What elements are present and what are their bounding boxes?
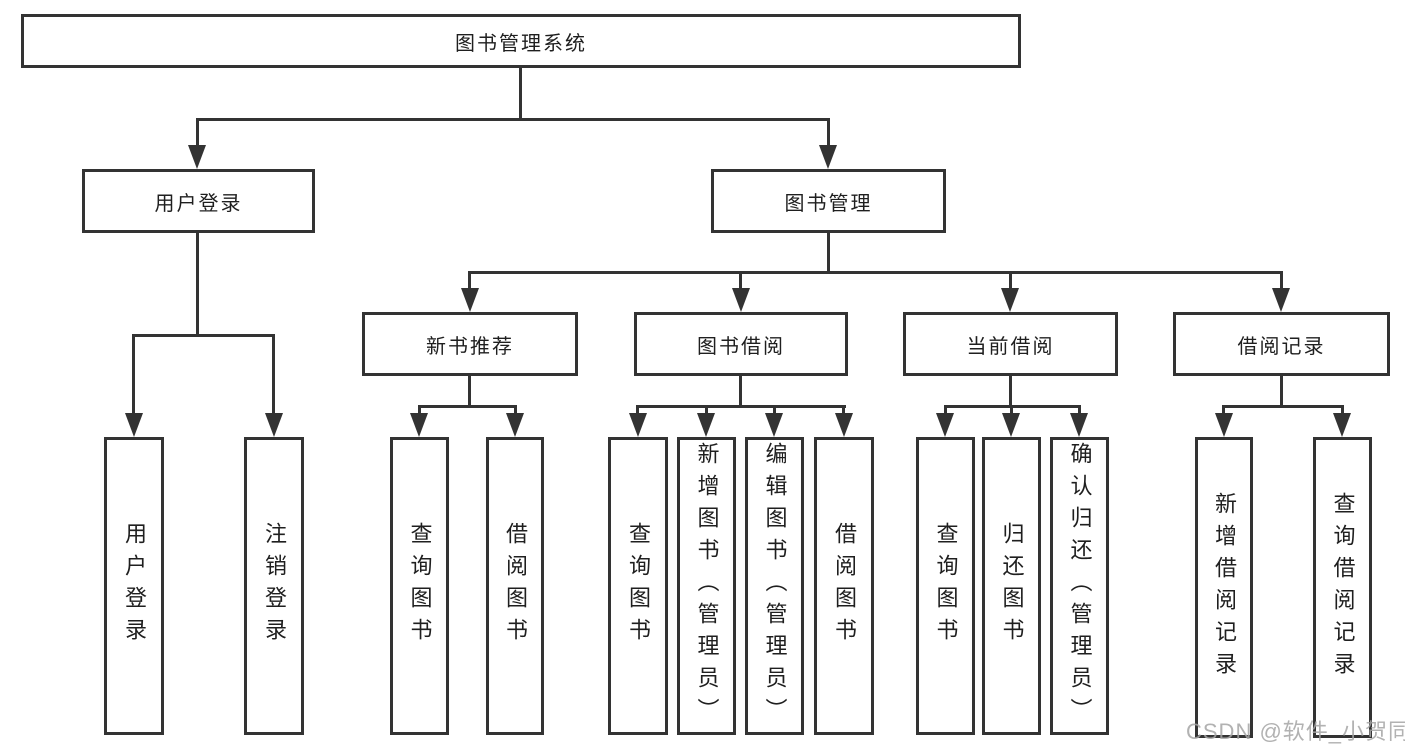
- connector-bm-rail: [468, 271, 1283, 274]
- leaf-cu-confirm-return: 确认归还（管理员）: [1050, 437, 1109, 735]
- arrowhead-to-cu-return: [1002, 413, 1020, 437]
- arrowhead-to-cu-confirm: [1070, 413, 1088, 437]
- connector-ul-rail: [132, 334, 275, 337]
- arrowhead-to-rc-query: [1333, 413, 1351, 437]
- arrowhead-to-records: [1272, 288, 1290, 312]
- connector-ul-drop-left: [132, 334, 135, 417]
- leaf-cu-query-book-label: 查询图书: [933, 522, 959, 650]
- leaf-bw-borrow-book-label: 借阅图书: [832, 522, 857, 650]
- connector-root-rail: [196, 118, 829, 121]
- leaf-cu-query-book: 查询图书: [916, 437, 975, 735]
- node-records: 借阅记录: [1173, 312, 1390, 376]
- arrowhead-to-user-login: [188, 145, 206, 169]
- leaf-bw-borrow-book: 借阅图书: [814, 437, 874, 735]
- leaf-nb-borrow-book: 借阅图书: [486, 437, 544, 735]
- arrowhead-to-book-mgmt: [819, 145, 837, 169]
- arrowhead-to-nb-borrow: [506, 413, 524, 437]
- node-borrow: 图书借阅: [634, 312, 848, 376]
- csdn-watermark: CSDN @软件_小贺同学: [1186, 719, 1405, 744]
- arrowhead-to-bw-add: [697, 413, 715, 437]
- connector-nb-stem: [468, 376, 471, 408]
- connector-bw-stem: [739, 376, 742, 408]
- leaf-logout: 注销登录: [244, 437, 304, 735]
- node-root-label: 图书管理系统: [455, 32, 587, 55]
- arrowhead-to-rc-add: [1215, 413, 1233, 437]
- connector-cu-drop-3: [1078, 405, 1081, 417]
- connector-nb-rail: [418, 405, 517, 408]
- connector-nb-drop-2: [514, 405, 517, 417]
- connector-bw-drop-4: [842, 405, 845, 417]
- connector-root-drop-left: [196, 118, 199, 149]
- node-current-label: 当前借阅: [966, 335, 1055, 358]
- leaf-rc-add-record-label: 新增借阅记录: [1212, 491, 1237, 684]
- leaf-logout-label: 注销登录: [262, 522, 287, 650]
- leaf-user-login-label: 用户登录: [122, 522, 147, 650]
- arrowhead-to-borrow: [732, 288, 750, 312]
- node-records-label: 借阅记录: [1237, 335, 1326, 358]
- leaf-bw-edit-book-label: 编辑图书（管理员）: [762, 442, 788, 730]
- leaf-cu-return-book: 归还图书: [982, 437, 1041, 735]
- connector-bw-drop-1: [636, 405, 639, 417]
- connector-bm-drop-4: [1280, 271, 1283, 292]
- leaf-user-login: 用户登录: [104, 437, 164, 735]
- arrowhead-to-nb-query: [410, 413, 428, 437]
- connector-bw-drop-2: [705, 405, 708, 417]
- leaf-bw-edit-book: 编辑图书（管理员）: [745, 437, 804, 735]
- arrowhead-to-new-books: [461, 288, 479, 312]
- leaf-bw-add-book-label: 新增图书（管理员）: [694, 442, 720, 730]
- arrowhead-to-cu-query: [936, 413, 954, 437]
- leaf-rc-query-record: 查询借阅记录: [1313, 437, 1372, 738]
- connector-bm-drop-3: [1009, 271, 1012, 292]
- connector-cu-stem: [1009, 376, 1012, 408]
- connector-rc-rail: [1222, 405, 1344, 408]
- connector-bw-rail: [636, 405, 846, 408]
- connector-ul-drop-right: [272, 334, 275, 417]
- leaf-nb-query-book-label: 查询图书: [407, 522, 433, 650]
- arrowhead-to-logout: [265, 413, 283, 437]
- connector-rc-drop-2: [1341, 405, 1344, 417]
- connector-nb-drop-1: [418, 405, 421, 417]
- node-new-books-label: 新书推荐: [426, 335, 514, 358]
- connector-bw-drop-3: [773, 405, 776, 417]
- connector-bm-drop-2: [739, 271, 742, 292]
- connector-ul-stem: [196, 233, 199, 337]
- connector-cu-drop-1: [944, 405, 947, 417]
- node-borrow-label: 图书借阅: [697, 335, 785, 358]
- arrowhead-to-bw-edit: [765, 413, 783, 437]
- connector-root-drop-right: [827, 118, 830, 149]
- leaf-bw-query-book: 查询图书: [608, 437, 668, 735]
- arrowhead-to-login: [125, 413, 143, 437]
- connector-bm-drop-1: [468, 271, 471, 292]
- connector-cu-drop-2: [1010, 405, 1013, 417]
- node-book-mgmt-label: 图书管理: [784, 192, 873, 215]
- leaf-nb-borrow-book-label: 借阅图书: [503, 522, 528, 650]
- connector-root-stem: [519, 68, 522, 121]
- connector-rc-stem: [1280, 376, 1283, 408]
- leaf-rc-add-record: 新增借阅记录: [1195, 437, 1253, 738]
- connector-bm-stem: [827, 233, 830, 274]
- leaf-nb-query-book: 查询图书: [390, 437, 449, 735]
- leaf-cu-confirm-return-label: 确认归还（管理员）: [1067, 442, 1093, 730]
- arrowhead-to-bw-borrow: [835, 413, 853, 437]
- node-user-login: 用户登录: [82, 169, 315, 233]
- leaf-bw-add-book: 新增图书（管理员）: [677, 437, 736, 735]
- arrowhead-to-bw-query: [629, 413, 647, 437]
- arrowhead-to-current: [1001, 288, 1019, 312]
- node-new-books: 新书推荐: [362, 312, 578, 376]
- leaf-rc-query-record-label: 查询借阅记录: [1330, 491, 1356, 684]
- node-book-mgmt: 图书管理: [711, 169, 946, 233]
- connector-rc-drop-1: [1222, 405, 1225, 417]
- node-user-login-label: 用户登录: [154, 192, 243, 215]
- node-root-system: 图书管理系统: [21, 14, 1021, 68]
- leaf-bw-query-book-label: 查询图书: [626, 522, 651, 650]
- node-current: 当前借阅: [903, 312, 1118, 376]
- leaf-cu-return-book-label: 归还图书: [999, 522, 1025, 650]
